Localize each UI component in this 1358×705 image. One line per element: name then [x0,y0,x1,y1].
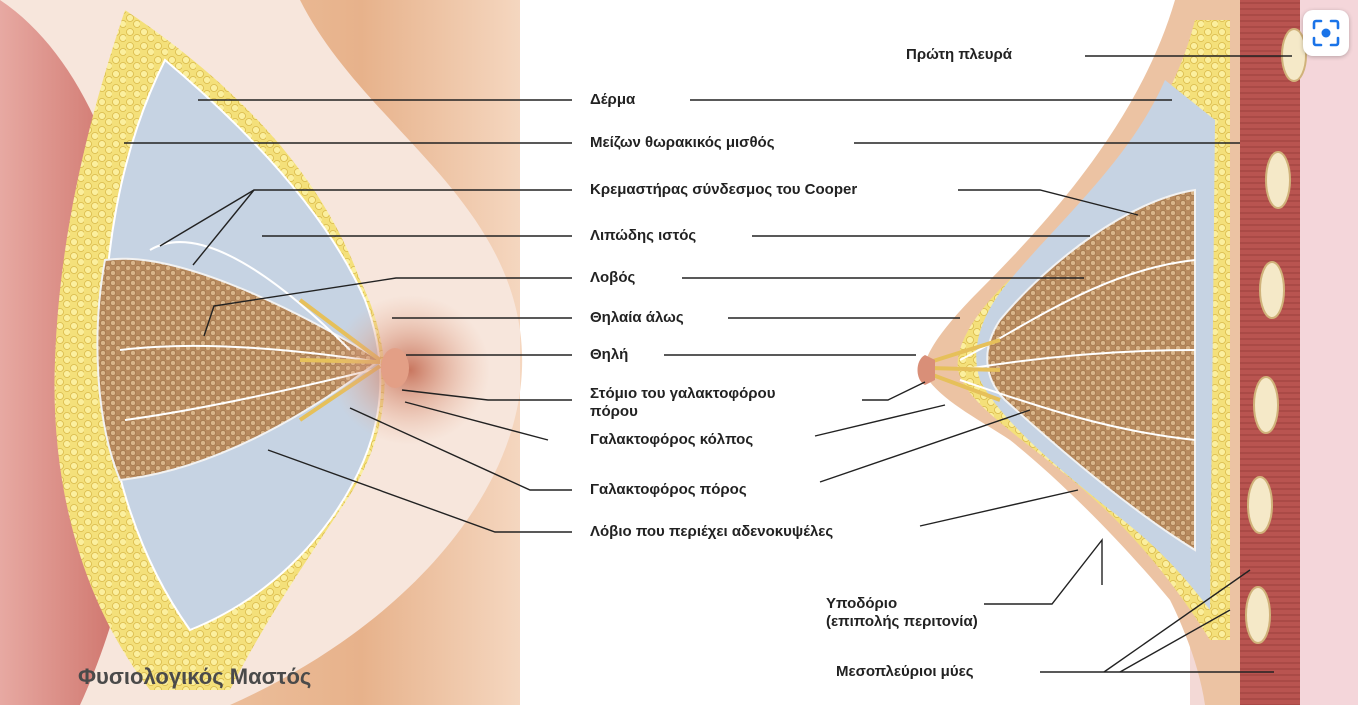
label-lobule: Λόβιο που περιέχει αδενοκυψέλες [590,523,833,541]
label-duct-opening-line1: Στόμιο του γαλακτοφόρου [590,385,775,402]
label-subcutaneous-line2: (επιπολής περιτονία) [826,613,978,630]
label-subcutaneous: Υποδόριο (επιπολής περιτονία) [826,595,978,631]
label-cooper-ligament: Κρεμαστήρας σύνδεσμος του Cooper [590,181,857,199]
label-lactiferous-duct: Γαλακτοφόρος πόρος [590,481,747,499]
figure-caption: Φυσιολογικός Μαστός [78,664,311,690]
label-pectoralis-major: Μείζων θωρακικός μισθός [590,134,775,152]
visual-search-button[interactable] [1303,10,1349,56]
label-nipple: Θηλή [590,346,628,364]
label-duct-opening-line2: πόρου [590,403,638,420]
label-first-rib: Πρώτη πλευρά [906,46,1012,64]
visual-search-icon [1303,10,1349,56]
label-areola: Θηλαία άλως [590,309,684,327]
label-skin: Δέρμα [590,91,635,109]
label-lobe: Λοβός [590,269,635,287]
label-subcutaneous-line1: Υποδόριο [826,595,897,612]
label-adipose-tissue: Λιπώδης ιστός [590,227,696,245]
sagittal-view [918,0,1358,705]
label-lactiferous-sinus: Γαλακτοφόρος κόλπος [590,431,753,449]
frontal-view [0,0,522,705]
label-duct-opening: Στόμιο του γαλακτοφόρου πόρου [590,385,775,421]
label-intercostal-muscles: Μεσοπλεύριοι μύες [836,663,974,681]
